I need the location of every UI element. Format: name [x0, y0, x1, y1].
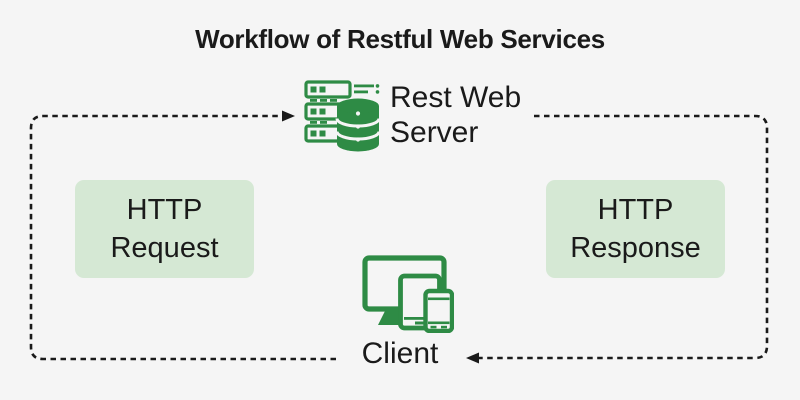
- server-rack-details: [310, 84, 380, 137]
- response-arrow: [466, 114, 769, 364]
- client-devices-icon: [362, 255, 454, 333]
- http-request-label: HTTP Request: [110, 194, 219, 264]
- phone-icon: [423, 288, 454, 333]
- request-arrow: [29, 110, 336, 361]
- server-database-icon: [304, 80, 381, 152]
- server-label: Rest Web Server: [390, 81, 522, 149]
- http-request-box: HTTP Request: [75, 180, 254, 278]
- database-cylinder: [335, 98, 381, 152]
- http-response-label: HTTP Response: [570, 194, 701, 264]
- client-label: Client: [361, 337, 439, 370]
- diagram-title: Workflow of Restful Web Services: [195, 24, 605, 54]
- http-response-box: HTTP Response: [546, 180, 725, 278]
